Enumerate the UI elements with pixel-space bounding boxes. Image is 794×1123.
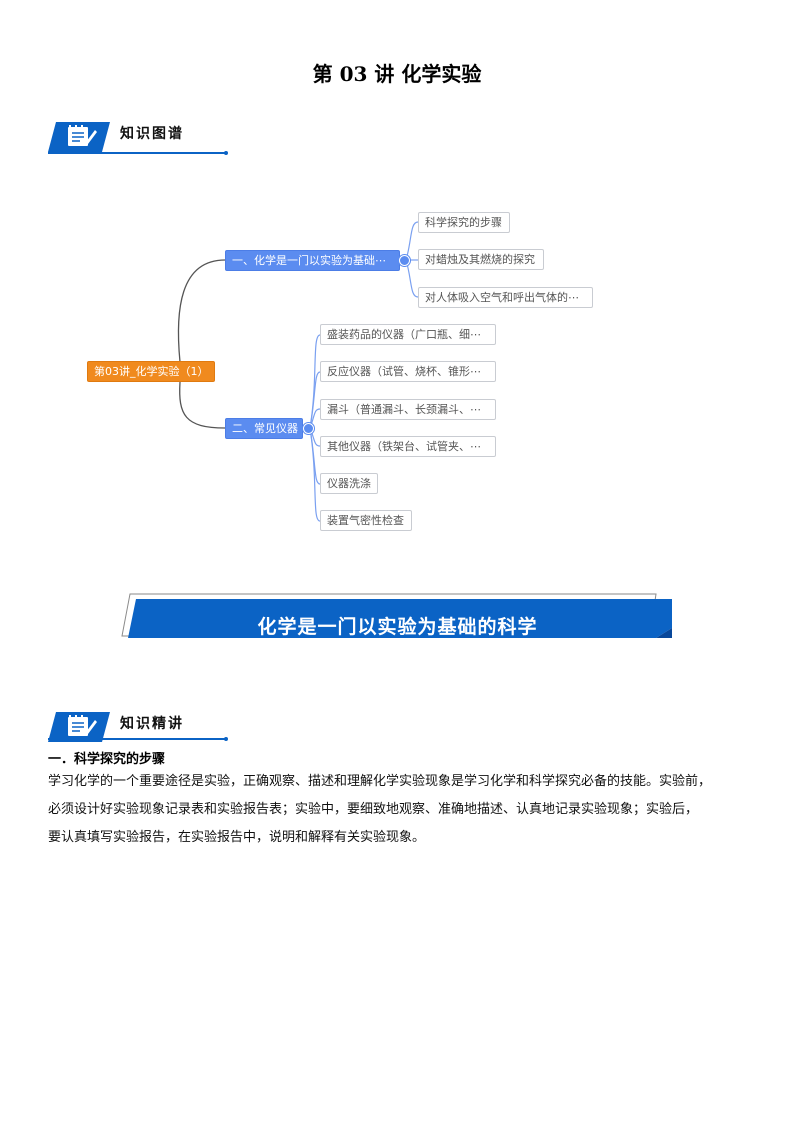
- notebook-icon: [48, 122, 110, 152]
- section-label-detail: 知识精讲: [120, 716, 184, 732]
- banner-title: 化学是一门以实验为基础的科学: [257, 616, 538, 638]
- mindmap-leaf[interactable]: 对人体吸入空气和呼出气体的⋯: [418, 287, 593, 308]
- page-title: 第 03 讲 化学实验: [312, 62, 482, 86]
- body-line: 要认真填写实验报告，在实验报告中，说明和解释有关实验现象。: [48, 830, 426, 845]
- mind-map: 第03讲_化学实验（1） 一、化学是一门以实验为基础⋯ 二、常见仪器 科学探究的…: [0, 200, 794, 540]
- section-underline: [48, 738, 226, 740]
- mindmap-leaf[interactable]: 对蜡烛及其燃烧的探究: [418, 249, 544, 270]
- topic-banner: 化学是一门以实验为基础的科学: [120, 592, 675, 640]
- mindmap-root[interactable]: 第03讲_化学实验（1）: [87, 361, 215, 382]
- notebook-icon: [48, 712, 110, 742]
- content-body: 学习化学的一个重要途径是实验，正确观察、描述和理解化学实验现象是学习化学和科学探…: [48, 768, 760, 852]
- collapse-toggle-branch-1[interactable]: [399, 255, 410, 266]
- section-underline: [48, 152, 226, 154]
- mindmap-leaf[interactable]: 科学探究的步骤: [418, 212, 510, 233]
- mindmap-leaf[interactable]: 反应仪器（试管、烧杯、锥形⋯: [320, 361, 496, 382]
- mindmap-leaf[interactable]: 其他仪器（铁架台、试管夹、⋯: [320, 436, 496, 457]
- underline-dot: [224, 151, 228, 155]
- mindmap-leaf[interactable]: 漏斗（普通漏斗、长颈漏斗、⋯: [320, 399, 496, 420]
- banner-shape: [121, 593, 672, 638]
- section-label-map: 知识图谱: [120, 126, 184, 142]
- collapse-toggle-branch-2[interactable]: [303, 423, 314, 434]
- mindmap-leaf[interactable]: 装置气密性检查: [320, 510, 412, 531]
- section-header-map: 知识图谱: [48, 120, 232, 156]
- content-heading: 一．科学探究的步骤: [48, 752, 166, 767]
- underline-dot: [224, 737, 228, 741]
- body-line: 学习化学的一个重要途径是实验，正确观察、描述和理解化学实验现象是学习化学和科学探…: [48, 774, 712, 789]
- mindmap-branch-2[interactable]: 二、常见仪器: [225, 418, 303, 439]
- mindmap-leaf[interactable]: 仪器洗涤: [320, 473, 378, 494]
- mindmap-leaf[interactable]: 盛装药品的仪器（广口瓶、细⋯: [320, 324, 496, 345]
- body-line: 必须设计好实验现象记录表和实验报告表；实验中，要细致地观察、准确地描述、认真地记…: [48, 802, 699, 817]
- section-header-detail: 知识精讲: [48, 710, 232, 746]
- mindmap-branch-1[interactable]: 一、化学是一门以实验为基础⋯: [225, 250, 400, 271]
